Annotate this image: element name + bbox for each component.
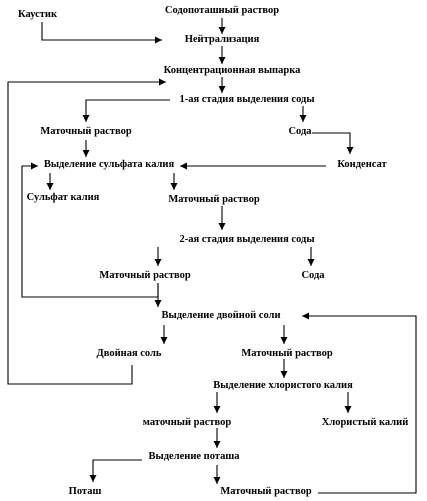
node-potassium-chloride-separation: Выделение хлористого калия xyxy=(213,380,353,391)
node-soda-stage-1: 1-ая стадия выделения соды xyxy=(179,94,315,105)
node-soda-2: Сода xyxy=(301,270,325,281)
node-potassium-chloride: Хлористый калий xyxy=(321,417,409,428)
arrow-caustic-to-neutralization xyxy=(41,22,162,44)
node-soda-1: Сода xyxy=(288,126,312,137)
node-mother-liquor-4: Маточный раствор xyxy=(241,348,333,359)
node-potassium-sulfate: Сульфат калия xyxy=(26,192,100,203)
node-potash: Поташ xyxy=(68,486,102,497)
node-mother-liquor-2: Маточный раствор xyxy=(168,194,260,205)
arrow-stage1-to-mother-liquor xyxy=(82,99,170,122)
node-mother-liquor-6: Маточный раствор xyxy=(220,486,312,497)
node-double-salt: Двойная соль xyxy=(96,348,162,359)
node-double-salt-separation: Выделение двойной соли xyxy=(161,310,281,321)
node-mother-liquor-3: Маточный раствор xyxy=(99,270,191,281)
arrow-to-potash xyxy=(89,459,142,482)
node-soda-potash-solution: Содопоташный раствор xyxy=(164,5,280,16)
node-condensate: Конденсат xyxy=(337,159,387,170)
arrow-soda-to-condensate xyxy=(312,132,354,154)
node-neutralization: Нейтрализация xyxy=(184,34,260,45)
node-soda-stage-2: 2-ая стадия выделения соды xyxy=(179,234,315,245)
arrow-mother-liquor6-recycle xyxy=(302,312,417,494)
arrow-double-salt-recycle xyxy=(7,78,166,385)
node-concentration-evaporation: Концентрационная выпарка xyxy=(163,65,301,76)
node-potassium-sulfate-separation: Выделение сульфата калия xyxy=(43,159,175,170)
node-potash-separation: Выделение поташа xyxy=(148,451,240,462)
node-caustic: Каустик xyxy=(18,9,58,20)
node-mother-liquor-5: маточный раствор xyxy=(142,417,232,428)
node-mother-liquor-1: Маточный раствор xyxy=(40,126,132,137)
